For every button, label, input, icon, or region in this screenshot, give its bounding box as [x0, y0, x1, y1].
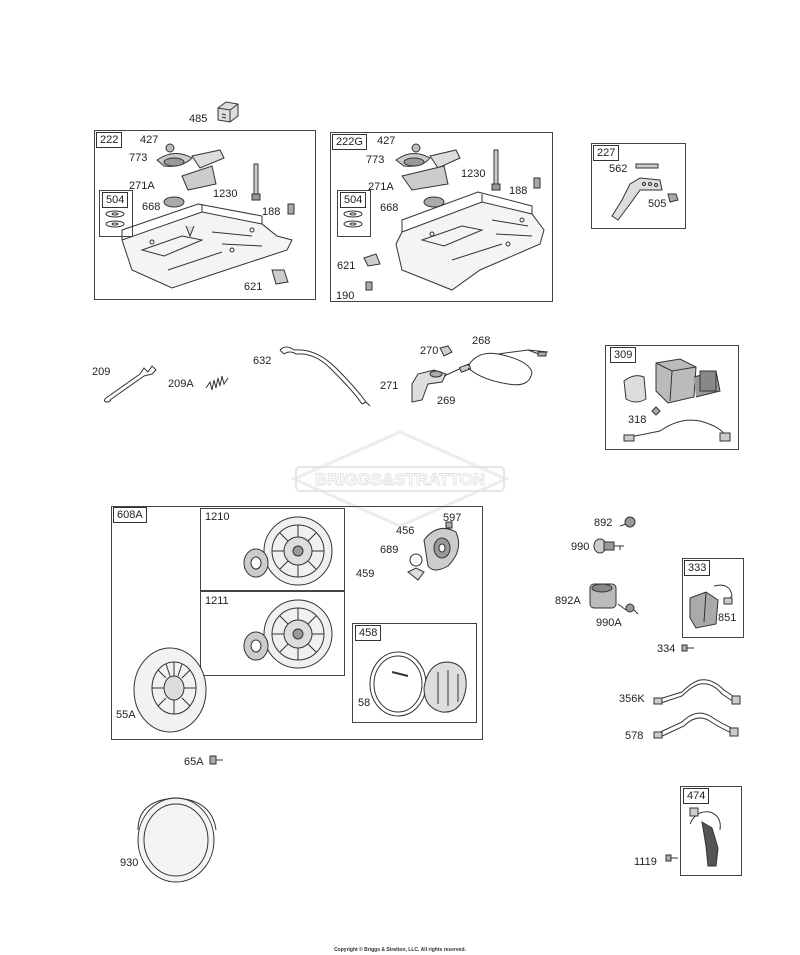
assembly-id-458: 458 [355, 625, 382, 641]
part-227-lever-drawing [600, 160, 684, 226]
part-271-throttle-lever-drawing [398, 340, 568, 410]
watermark-text: BRIGGS&STRATTON [315, 470, 485, 489]
part-label-505: 505 [648, 198, 667, 210]
part-label-632: 632 [253, 355, 272, 367]
part-label-427-left: 427 [140, 134, 159, 146]
part-578-wire-harness-drawing [652, 706, 742, 742]
part-label-621-right: 621 [337, 260, 356, 272]
part-label-190: 190 [336, 290, 355, 302]
part-label-209a: 209A [168, 378, 194, 390]
part-label-930: 930 [120, 857, 139, 869]
briggs-stratton-watermark: BRIGGS&STRATTON [290, 430, 510, 528]
part-632-linkage-drawing [276, 340, 374, 410]
assembly-id-309: 309 [610, 347, 637, 363]
copyright-notice: Copyright © Briggs & Stratton, LLC. All … [334, 947, 466, 953]
part-333-switch-drawing [684, 578, 740, 632]
assembly-box-333 [682, 558, 744, 638]
part-label-668-left: 668 [142, 201, 161, 213]
part-label-668-right: 668 [380, 202, 399, 214]
part-222g-base-plate-drawing [363, 140, 552, 295]
part-1210-starter-pulley-drawing [238, 515, 338, 590]
part-label-892: 892 [594, 517, 613, 529]
assembly-id-227: 227 [593, 145, 620, 161]
assembly-box-222 [94, 130, 316, 300]
assembly-id-333: 333 [684, 560, 711, 576]
part-892-key-drawing [616, 514, 638, 532]
part-label-268: 268 [472, 335, 491, 347]
assembly-box-504-left [99, 190, 133, 237]
assembly-id-222g: 222G [332, 134, 367, 150]
part-356k-wire-harness-drawing [652, 672, 742, 708]
part-label-621-left: 621 [244, 281, 263, 293]
part-label-485: 485 [189, 113, 208, 125]
assembly-box-458 [352, 623, 477, 723]
part-474-bracket-drawing [682, 800, 738, 872]
assembly-box-1210 [200, 508, 345, 592]
part-456-handle-drawing [398, 520, 468, 590]
part-209a-spring-drawing [204, 372, 230, 394]
part-label-356k: 356K [619, 693, 645, 705]
assembly-box-1211 [200, 590, 345, 676]
part-label-459: 459 [356, 568, 375, 580]
part-label-271a-right: 271A [368, 181, 394, 193]
part-label-1230-left: 1230 [213, 188, 238, 200]
part-309-module-drawing [620, 355, 736, 450]
part-label-562: 562 [609, 163, 628, 175]
part-label-427-right: 427 [377, 135, 396, 147]
part-label-578: 578 [625, 730, 644, 742]
part-55a-blower-housing-drawing [130, 640, 210, 735]
assembly-id-608a: 608A [113, 507, 147, 523]
part-label-990: 990 [571, 541, 590, 553]
part-label-209: 209 [92, 366, 111, 378]
part-label-892a: 892A [555, 595, 581, 607]
assembly-box-608a [111, 506, 483, 740]
part-58-rope-drawing [358, 648, 474, 720]
part-209-spring-rod-drawing [100, 362, 162, 404]
assembly-box-309 [605, 345, 739, 450]
assembly-box-227 [591, 143, 686, 229]
part-504-washers-right-drawing [341, 208, 365, 232]
assembly-id-474: 474 [683, 788, 710, 804]
part-65a-screw-drawing [208, 754, 224, 768]
assembly-id-504-left: 504 [102, 192, 129, 208]
assembly-box-504-right [337, 190, 371, 237]
part-label-456: 456 [396, 525, 415, 537]
part-label-990a: 990A [596, 617, 622, 629]
part-334-screw-drawing [680, 642, 696, 654]
part-930-screen-drawing [132, 790, 222, 888]
part-label-65a: 65A [184, 756, 204, 768]
assembly-id-504-right: 504 [340, 192, 367, 208]
part-label-1119: 1119 [634, 856, 657, 868]
assembly-id-222: 222 [96, 132, 123, 148]
part-label-55a: 55A [116, 709, 136, 721]
assembly-box-474 [680, 786, 742, 876]
part-1211-starter-pulley-drawing [238, 598, 338, 673]
part-label-188-right: 188 [509, 185, 528, 197]
assembly-id-1211: 1211 [205, 595, 229, 607]
part-label-773-right: 773 [366, 154, 385, 166]
part-label-334: 334 [657, 643, 676, 655]
part-label-597: 597 [443, 512, 462, 524]
part-label-1230-right: 1230 [461, 168, 486, 180]
part-label-58: 58 [358, 697, 371, 709]
part-label-271: 271 [380, 380, 399, 392]
part-504-washers-left-drawing [103, 208, 127, 232]
part-label-270: 270 [420, 345, 439, 357]
part-label-318: 318 [628, 414, 647, 426]
part-990-key-switch-drawing [592, 536, 628, 558]
part-label-269: 269 [437, 395, 456, 407]
part-222-base-plate-drawing [112, 140, 312, 295]
part-485-drawing [214, 98, 242, 124]
part-1119-screw-drawing [664, 852, 680, 864]
part-label-188-left: 188 [262, 206, 281, 218]
part-label-773-left: 773 [129, 152, 148, 164]
part-label-851: 851 [718, 612, 737, 624]
assembly-id-1210: 1210 [205, 511, 230, 523]
part-892a-ignition-switch-drawing [582, 578, 644, 628]
part-label-689: 689 [380, 544, 399, 556]
assembly-box-222g [330, 132, 553, 302]
part-label-271a-left: 271A [129, 180, 155, 192]
